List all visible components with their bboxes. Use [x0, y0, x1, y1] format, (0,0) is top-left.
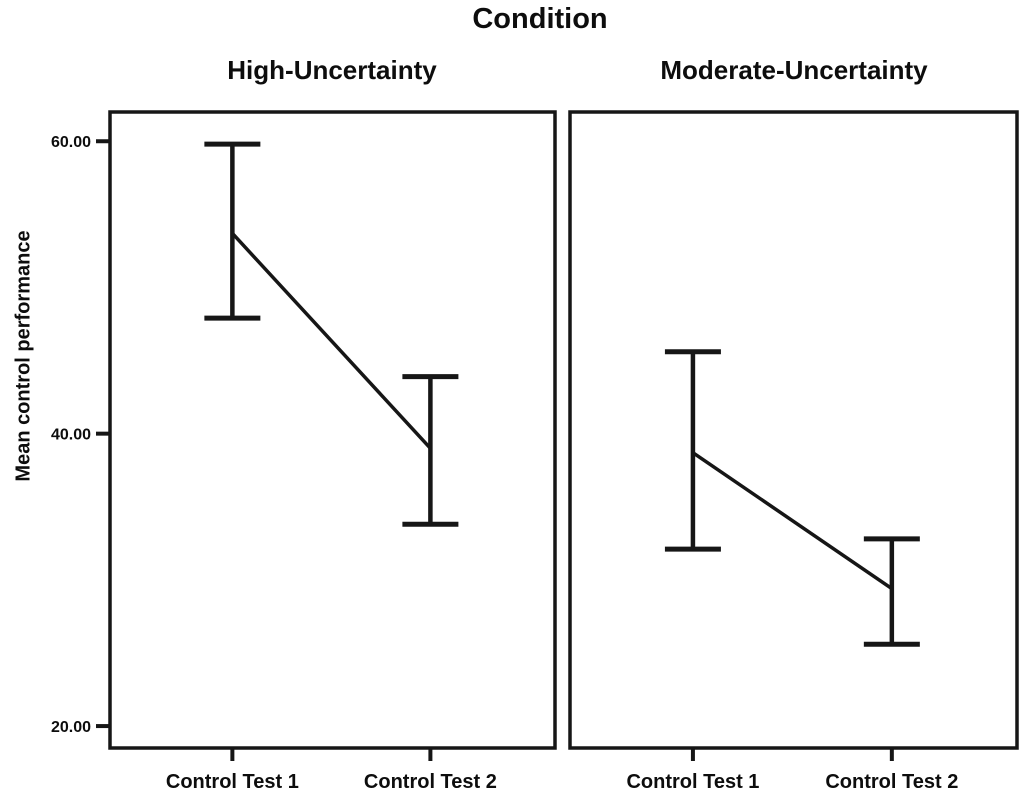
- chart-title: Condition: [472, 3, 608, 35]
- x-tick-label: Control Test 1: [166, 771, 299, 793]
- x-tick-label: Control Test 2: [364, 771, 497, 793]
- y-tick-label: 40.00: [51, 427, 91, 444]
- x-tick-label: Control Test 1: [626, 771, 759, 793]
- panel-border: [568, 110, 1019, 750]
- y-tick-label: 60.00: [51, 134, 91, 151]
- x-tick-label: Control Test 2: [825, 771, 958, 793]
- panel-header-high-uncertainty: High-Uncertainty: [227, 55, 437, 85]
- y-axis-label: Mean control performance: [12, 230, 35, 482]
- mean-line: [231, 232, 432, 450]
- panel-header-moderate-uncertainty: Moderate-Uncertainty: [660, 55, 928, 85]
- panel-border: [108, 110, 557, 750]
- mean-line: [691, 451, 893, 591]
- y-tick-label: 20.00: [51, 719, 91, 736]
